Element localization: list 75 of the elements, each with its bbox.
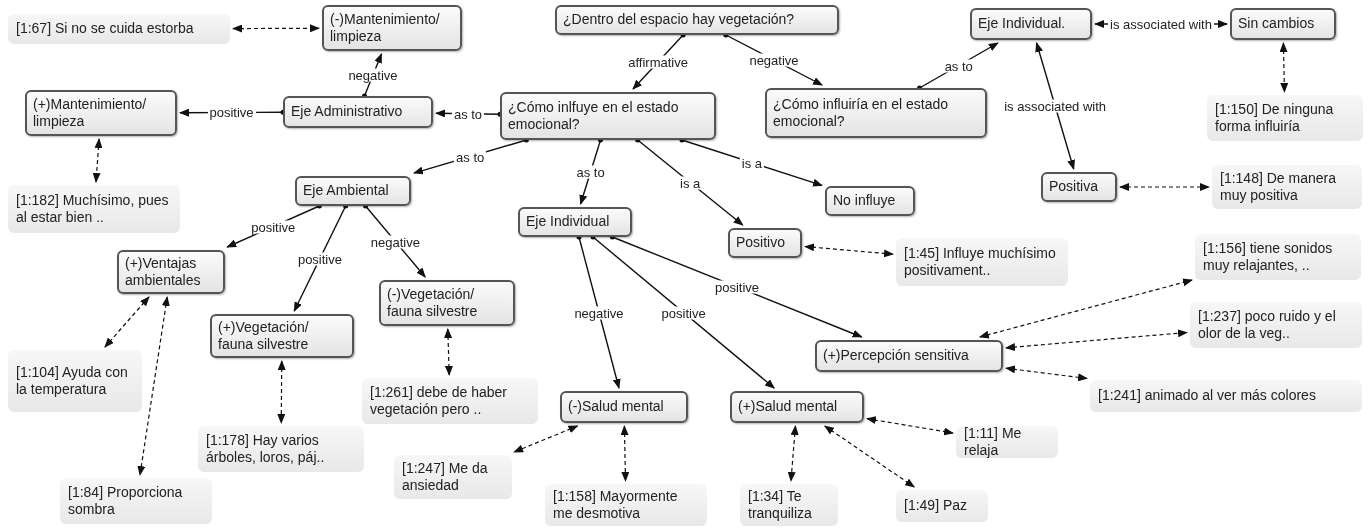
quotation-box: [1:49] Paz	[896, 490, 988, 522]
dashed-arrow	[866, 416, 954, 436]
dashed-arrow	[1279, 42, 1289, 93]
dashed-arrow	[104, 296, 150, 348]
dashed-arrow	[1119, 183, 1210, 191]
quotation-box: [1:150] De ninguna forma influiría	[1207, 95, 1363, 141]
dashed-arrow	[277, 360, 286, 424]
edge-label: positive	[207, 106, 256, 119]
edge-label: positive	[295, 252, 344, 265]
quotation-box: [1:104] Ayuda con la temperatura	[8, 350, 142, 412]
arrow	[576, 234, 621, 389]
quotation-box: [1:11] Me relaja	[956, 426, 1058, 458]
edge-label: positive	[659, 306, 708, 319]
concept-box: Eje Individual.	[970, 8, 1092, 40]
concept-box: (-)Mantenimiento/ limpieza	[322, 5, 462, 51]
concept-box: ¿Cómo inlfuye en el estado emocional?	[500, 92, 716, 140]
arrow	[293, 203, 349, 312]
edge-label: is a	[678, 176, 703, 189]
edge-label: is associated with	[1108, 17, 1214, 31]
quotation-box: [1:237] poco ruido y el olor de la veg..	[1190, 302, 1362, 348]
concept-box: Positiva	[1041, 172, 1117, 202]
edge-label: negative	[346, 68, 400, 82]
edge-label: as to	[574, 165, 607, 179]
dashed-arrow	[513, 425, 579, 453]
edge-label: is a	[739, 156, 765, 170]
concept-box: ¿Dentro del espacio hay vegetación?	[555, 5, 839, 35]
dashed-arrow	[787, 425, 799, 482]
dashed-arrow	[92, 138, 103, 183]
concept-box: (-)Vegetación/ fauna silvestre	[379, 280, 515, 326]
edge-label: as to	[451, 107, 485, 121]
concept-box: Positivo	[728, 228, 802, 258]
concept-box: Eje Individual	[518, 207, 632, 237]
quotation-box: [1:156] tiene sonidos muy relajantes, ..	[1195, 234, 1361, 280]
concept-box: ¿Cómo influiría en el estado emocional?	[765, 88, 987, 138]
quotation-box: [1:247] Me da ansiedad	[394, 455, 512, 499]
concept-box: (+)Vegetación/ fauna silvestre	[210, 314, 354, 358]
concept-box: Eje Administrativo	[283, 96, 433, 128]
concept-box: (+)Salud mental	[730, 391, 864, 423]
concept-box: Sin cambios	[1230, 8, 1336, 40]
quotation-box: [1:261] debe de haber vegetación pero ..	[362, 378, 538, 424]
concept-box: No influye	[825, 186, 915, 216]
quotation-box: [1:84] Proporciona sombra	[60, 478, 212, 524]
dashed-arrow	[824, 425, 915, 488]
dashed-arrow	[137, 296, 170, 476]
dashed-arrow	[1005, 329, 1188, 352]
edge-label: positive	[712, 280, 762, 294]
concept-box: (-)Salud mental	[560, 391, 688, 423]
edge-label: negative	[747, 53, 801, 67]
edge-label: negative	[572, 306, 626, 319]
quotation-box: [1:67] Si no se cuida estorba	[8, 14, 230, 44]
quotation-box: [1:178] Hay varios árboles, loros, páj..	[198, 426, 364, 472]
quotation-box: [1:241] animado al ver más colores	[1090, 380, 1362, 412]
dashed-arrow	[232, 24, 320, 33]
quotation-box: [1:34] Te tranquiliza	[740, 484, 838, 526]
edge-label: as to	[454, 150, 487, 163]
dashed-arrow	[804, 243, 894, 258]
arrow	[590, 234, 775, 389]
quotation-box: [1:148] De manera muy positiva	[1212, 165, 1362, 209]
edge-label: is associated with	[1002, 99, 1109, 113]
concept-box: Eje Ambiental	[295, 176, 411, 206]
dashed-arrow	[978, 278, 1193, 339]
quotation-box: [1:158] Mayormente me desmotiva	[545, 484, 707, 526]
concept-box: (+)Mantenimiento/ limpieza	[25, 90, 177, 136]
concept-box: (+)Percepción sensitiva	[815, 340, 1003, 372]
dashed-arrow	[1005, 365, 1088, 382]
edge-label: affirmative	[626, 55, 690, 69]
edge-label: as to	[942, 59, 975, 72]
concept-box: (+)Ventajas ambientales	[117, 250, 225, 294]
quotation-box: [1:182] Muchísimo, pues al estar bien ..	[8, 185, 180, 233]
quotation-box: [1:45] Influye muchísimo positivament..	[896, 238, 1068, 286]
arrow	[1035, 42, 1075, 170]
edge-label: negative	[368, 235, 422, 248]
edge-label: positive	[249, 220, 298, 233]
dashed-arrow	[444, 328, 453, 376]
dashed-arrow	[620, 425, 630, 482]
